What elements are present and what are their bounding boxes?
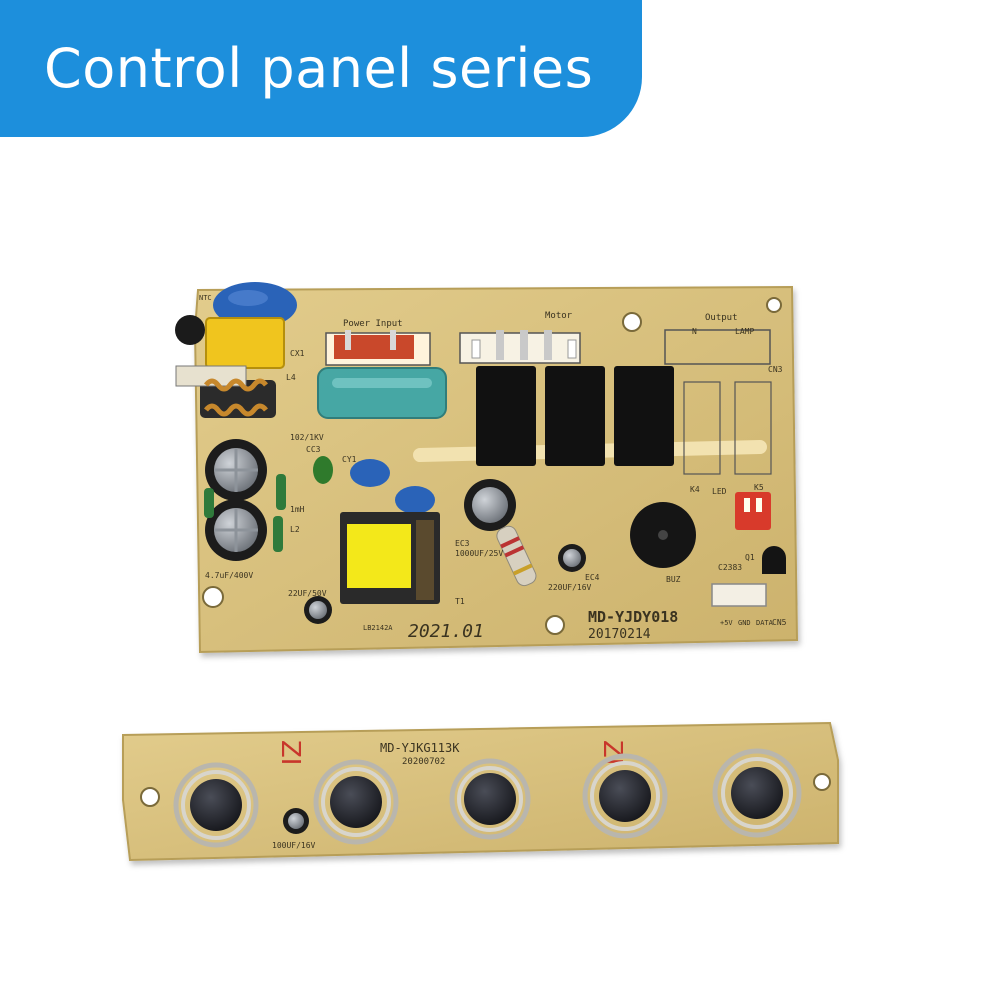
label-cc3-value: 102/1KV [290, 433, 324, 442]
label-power-input: Power Input [343, 319, 403, 329]
banner-title: Control panel series [44, 37, 594, 100]
label-ec3-value: 1000UF/25V [455, 549, 503, 558]
label-ec3: EC3 [455, 539, 470, 548]
label-l2: L2 [290, 525, 300, 534]
label-ec1-value: 22UF/50V [288, 589, 327, 598]
main-control-board: Power Input Motor Output N LAMP CN3 CN5 … [175, 282, 799, 654]
label-output-n: N [692, 327, 697, 336]
label-cc3: CC3 [306, 445, 321, 454]
label-output: Output [705, 313, 738, 323]
key-board-date: 20200702 [402, 757, 445, 767]
x-capacitor [205, 317, 285, 369]
label-transformer-code: LB2142A [363, 624, 393, 632]
cn5-connector [711, 583, 767, 607]
key-board-cap-value: 100UF/16V [272, 841, 316, 850]
relays [476, 366, 674, 466]
fuse [317, 367, 447, 419]
touch-key-5[interactable] [712, 748, 802, 838]
touch-key-3[interactable] [449, 758, 531, 840]
common-mode-choke [175, 365, 276, 418]
label-l4: L4 [286, 373, 296, 382]
mounting-holes [202, 297, 782, 635]
label-c2383: C2383 [718, 563, 742, 572]
switching-transformer [340, 512, 440, 604]
power-resistor [496, 525, 537, 587]
main-board-date: 20170214 [588, 627, 651, 642]
label-ec2-value: 4.7uF/400V [205, 571, 253, 580]
label-cx1: CX1 [290, 349, 305, 358]
main-board-model: MD-YJDY018 [588, 608, 678, 626]
title-banner: Control panel series [0, 0, 642, 137]
svg-text:ZI: ZI [275, 740, 305, 765]
label-inductor-value: 1mH [290, 505, 305, 514]
label-ec4-value: 220UF/16V [548, 583, 592, 592]
power-input-connector [325, 330, 431, 366]
label-ec4: EC4 [585, 573, 600, 582]
label-cn5: CN5 [772, 618, 787, 627]
label-ntc: NTC [199, 294, 212, 302]
label-pin-5v: +5V [720, 619, 733, 627]
label-t1: T1 [455, 597, 465, 606]
filter-capacitors [205, 439, 267, 561]
ntc-thermistor [175, 315, 205, 345]
label-buz: BUZ [666, 575, 681, 584]
label-k5: K5 [754, 483, 764, 492]
label-k4: K4 [690, 485, 700, 494]
label-q1: Q1 [745, 553, 755, 562]
label-cy1: CY1 [342, 455, 357, 464]
key-board-model: MD-YJKG113K [380, 741, 460, 755]
touch-key-2[interactable] [313, 759, 399, 845]
motor-connector [459, 330, 581, 364]
date-stamp: 2021.01 [408, 621, 484, 642]
label-motor: Motor [545, 311, 573, 321]
touch-key-4[interactable] [582, 753, 668, 839]
label-pin-gnd: GND [738, 619, 751, 627]
label-output-lamp: LAMP [735, 327, 754, 336]
label-pin-data: DATA [756, 619, 774, 627]
transistor [762, 546, 786, 574]
label-led: LED [712, 487, 727, 496]
label-cn3: CN3 [768, 365, 783, 374]
touch-key-1[interactable] [173, 762, 259, 848]
k5-connector [735, 492, 771, 530]
